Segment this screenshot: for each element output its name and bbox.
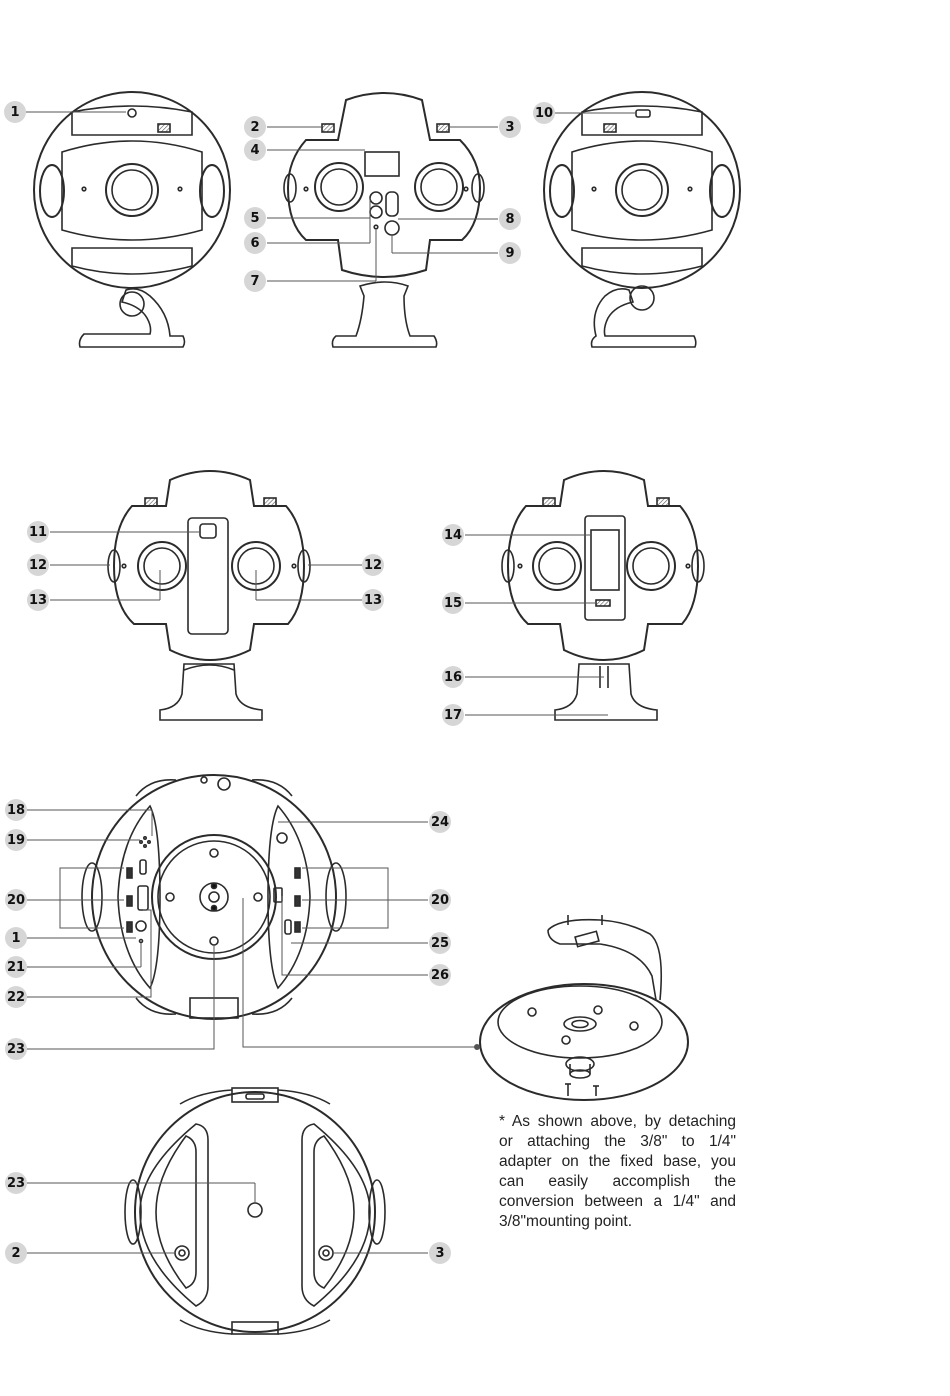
- view-back-right: [544, 92, 740, 347]
- callout-4: 4: [244, 139, 266, 161]
- callout-13-left: 13: [27, 589, 49, 611]
- callout-24: 24: [429, 811, 451, 833]
- callout-1: 1: [4, 101, 26, 123]
- callout-2: 2: [244, 116, 266, 138]
- view-top: [125, 1088, 385, 1334]
- callout-20-right: 20: [429, 889, 451, 911]
- leader-endpoint: [474, 1044, 480, 1050]
- view-front-middle: [284, 93, 484, 347]
- callout-23: 23: [5, 1038, 27, 1060]
- callout-11: 11: [27, 521, 49, 543]
- base-detail: [480, 915, 688, 1100]
- callout-14: 14: [442, 524, 464, 546]
- callout-22: 22: [5, 986, 27, 1008]
- callout-13-right: 13: [362, 589, 384, 611]
- callout-2-top: 2: [5, 1242, 27, 1264]
- callout-18: 18: [5, 799, 27, 821]
- callout-1-bottom: 1: [5, 927, 27, 949]
- callout-26: 26: [429, 964, 451, 986]
- callout-21: 21: [5, 956, 27, 978]
- callout-10: 10: [533, 102, 555, 124]
- callout-12-right: 12: [362, 554, 384, 576]
- callout-17: 17: [442, 704, 464, 726]
- callout-25: 25: [429, 932, 451, 954]
- callout-3-top: 3: [429, 1242, 451, 1264]
- view-side-screen: [502, 471, 704, 720]
- callout-16: 16: [442, 666, 464, 688]
- callout-3: 3: [499, 116, 521, 138]
- callout-12-left: 12: [27, 554, 49, 576]
- callout-7: 7: [244, 270, 266, 292]
- callout-8: 8: [499, 208, 521, 230]
- callout-15: 15: [442, 592, 464, 614]
- mounting-note: * As shown above, by detaching or attach…: [499, 1112, 736, 1232]
- callout-23-top: 23: [5, 1172, 27, 1194]
- callout-9: 9: [499, 242, 521, 264]
- callout-5: 5: [244, 207, 266, 229]
- callout-6: 6: [244, 232, 266, 254]
- view-side-battery: [108, 471, 310, 720]
- view-front-left: [34, 92, 230, 347]
- callout-20-left: 20: [5, 889, 27, 911]
- callout-19: 19: [5, 829, 27, 851]
- leader-lines: [26, 112, 636, 1253]
